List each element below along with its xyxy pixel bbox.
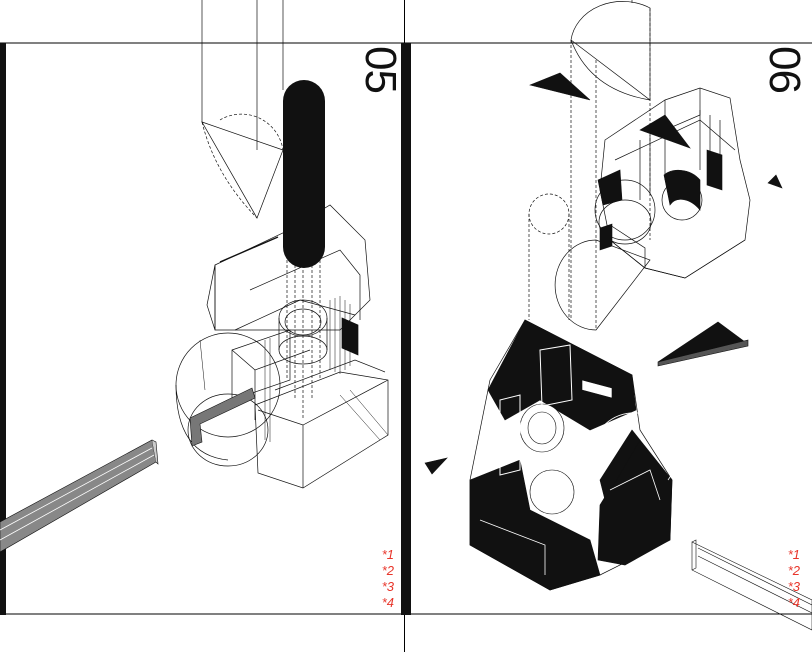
footnote-marker: *4 [381,595,394,610]
footnote-marker: *4 [787,595,800,610]
right-white-details [479,344,677,575]
footnote-marker: *1 [381,547,394,562]
left-capsule [283,80,325,268]
footnote-marker: *3 [787,579,800,594]
left-grey-beam [0,439,159,553]
footnote-markers-left: *1 *2 *3 *4 [360,547,394,611]
spine-bar [401,43,411,615]
footnote-markers-right: *1 *2 *3 *4 [764,547,800,611]
footnote-marker: *3 [381,579,394,594]
right-black-masses [424,72,783,591]
left-page-outer-bar [0,43,6,615]
footnote-marker: *2 [381,563,394,578]
left-grey-bracket [189,387,256,447]
right-light-beam [691,539,812,631]
page-number-left: 05 [356,46,405,93]
page-number-right: 06 [760,46,809,93]
footnote-marker: *1 [787,547,800,562]
footnote-marker: *2 [787,563,800,578]
